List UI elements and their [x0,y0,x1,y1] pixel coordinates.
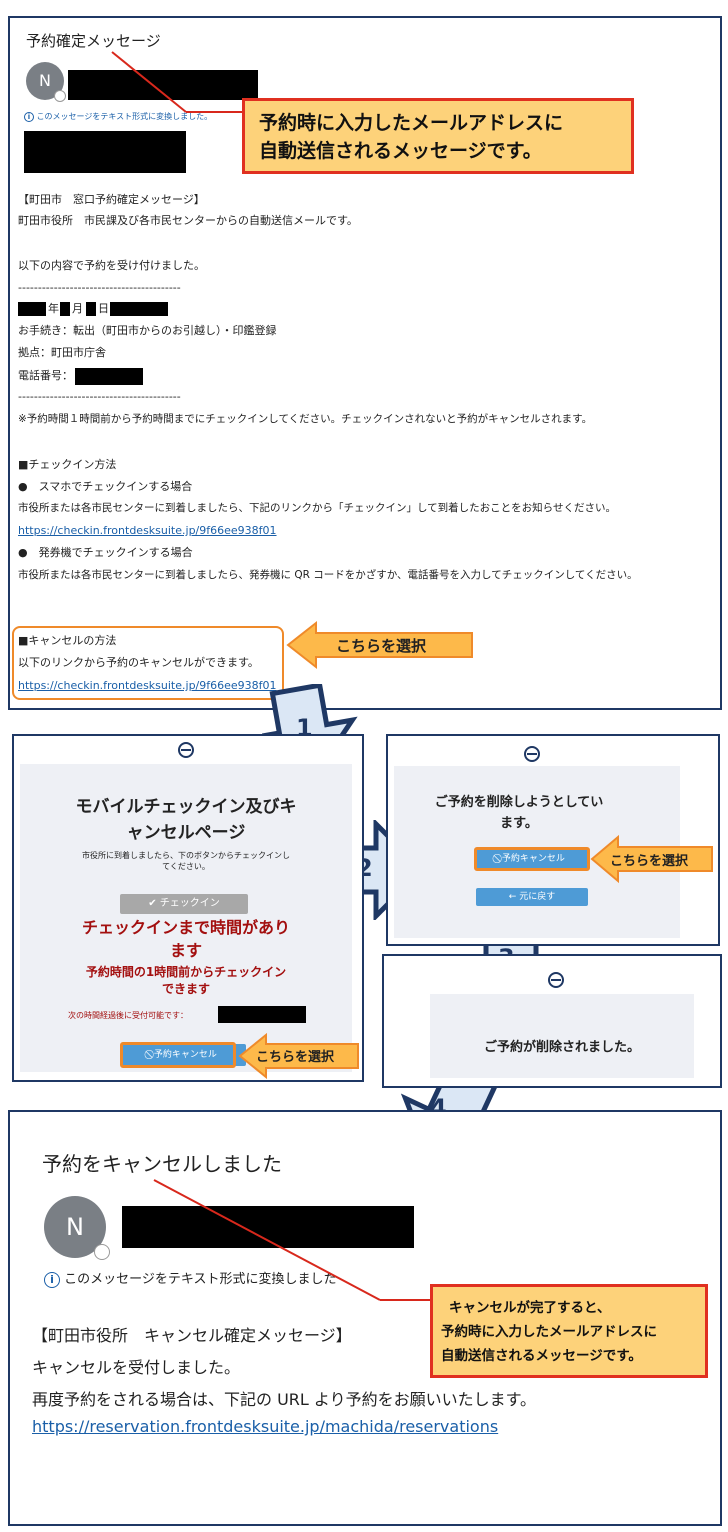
mobile-title: モバイルチェックイン及びキ ャンセルページ [75,797,297,843]
logo-icon [178,742,194,758]
status-dot-icon [54,90,66,102]
info-icon: i [44,1272,60,1288]
cancel-section-highlight [12,626,284,700]
delete-cancel-highlight [474,847,590,871]
email2-line3: 再度予約をされる場合は、下記の URL より予約をお願いいたします。 [32,1390,536,1409]
redacted-time [110,302,168,316]
reservation-date: 年 月 日 [18,302,178,316]
redacted-phone [75,368,143,385]
mobile-instruction: 市役所に到着しましたら、下のボタンからチェックインし てください。 [82,851,290,871]
email2-line2: キャンセルを受付しました。 [32,1358,241,1377]
mobile-cancel-button[interactable]: ⃠ 予約キャンセル [122,1044,246,1066]
cancel-message-callout: キャンセルが完了すると、 予約時に入力したメールアドレスに 自動送信されるメッセ… [430,1284,708,1378]
cancel-link[interactable]: https://checkin.frontdesksuite.jp/9f66ee… [18,679,277,692]
kiosk-heading: ● 発券機でチェックインする場合 [18,546,193,559]
email-body-line1: 【町田市 窓口予約確定メッセージ】 [18,193,205,206]
redacted-recipient [24,131,186,173]
select-label-email: こちらを選択 [336,637,427,655]
redacted-accept-time [218,1006,306,1023]
redacted-year [18,302,46,316]
logo-icon [548,972,564,988]
phone-line: 電話番号： [18,369,73,382]
redacted-month [60,302,70,316]
redacted-sender [68,70,258,100]
select-label-mobile: こちらを選択 [256,1050,335,1065]
select-arrow-icon [238,1032,359,1080]
accept-after-label: 次の時間経過後に受付可能です： [68,1011,188,1020]
smartphone-text: 市役所または各市民センターに到着しましたら、下記のリンクから「チェックイン」して… [18,502,616,514]
email-subject: 予約確定メッセージ [26,32,161,50]
callout-pointer-line [153,1179,432,1301]
procedure-line: お手続き：転出（町田市からのお引越し）・印鑑登録 [18,324,277,337]
callout-pointer-line [111,51,244,113]
deleted-panel [430,994,694,1078]
divider-bottom: ----------------------------------------… [18,390,181,403]
checkin-heading: ■チェックイン方法 [18,458,117,471]
select-arrow-icon [286,620,473,670]
divider-top: ----------------------------------------… [18,281,181,294]
select-label-delete: こちらを選択 [610,854,689,869]
email-body-line3: 以下の内容で予約を受け付けました。 [18,259,205,272]
email2-line1: 【町田市役所 キャンセル確定メッセージ】 [32,1326,352,1345]
info-icon: i [24,112,34,122]
avatar: N [44,1196,110,1260]
cancel-text: 以下のリンクから予約のキャンセルができます。 [18,656,259,669]
info-note: i このメッセージをテキスト形式に変換しました [44,1268,337,1288]
email-body-line2: 町田市役所 市民課及び各市民センターからの自動送信メールです。 [18,214,358,227]
smartphone-heading: ● スマホでチェックインする場合 [18,480,193,493]
email2-subject: 予約をキャンセルしました [42,1152,282,1176]
delete-cancel-button[interactable]: ⃠ 予約キャンセル [476,849,588,869]
auto-message-callout: 予約時に入力したメールアドレスに 自動送信されるメッセージです。 [242,98,634,174]
checkin-notice: ※予約時間１時間前から予約時間までにチェックインしてください。チェックインされな… [18,413,593,425]
checkin-button[interactable]: ✔ チェックイン [120,894,248,914]
avatar: N [26,62,66,102]
redacted-day [86,302,96,316]
location-line: 拠点：町田市庁舎 [18,346,106,359]
kiosk-text: 市役所または各市民センターに到着しましたら、発券機に QR コードをかざすか、電… [18,569,638,581]
checkin-window-note: 予約時間の1時間前からチェックイン できます [85,965,287,996]
select-arrow-icon [590,834,713,884]
status-dot-icon [94,1244,110,1260]
info-note: i このメッセージをテキスト形式に変換しました。 [24,111,212,122]
delete-confirm-title: ご予約を削除しようとしてい ます。 [434,795,604,831]
deleted-message: ご予約が削除されました。 [483,1040,640,1055]
checkin-link[interactable]: https://checkin.frontdesksuite.jp/9f66ee… [18,524,277,537]
checkin-wait-warning: チェックインまで時間があり ます [81,918,290,960]
back-button[interactable]: ← 元に戻す [476,888,588,906]
reservation-link[interactable]: https://reservation.frontdesksuite.jp/ma… [32,1417,499,1436]
cancel-heading: ■キャンセルの方法 [18,634,117,647]
logo-icon [524,746,540,762]
mobile-cancel-highlight [120,1042,236,1068]
